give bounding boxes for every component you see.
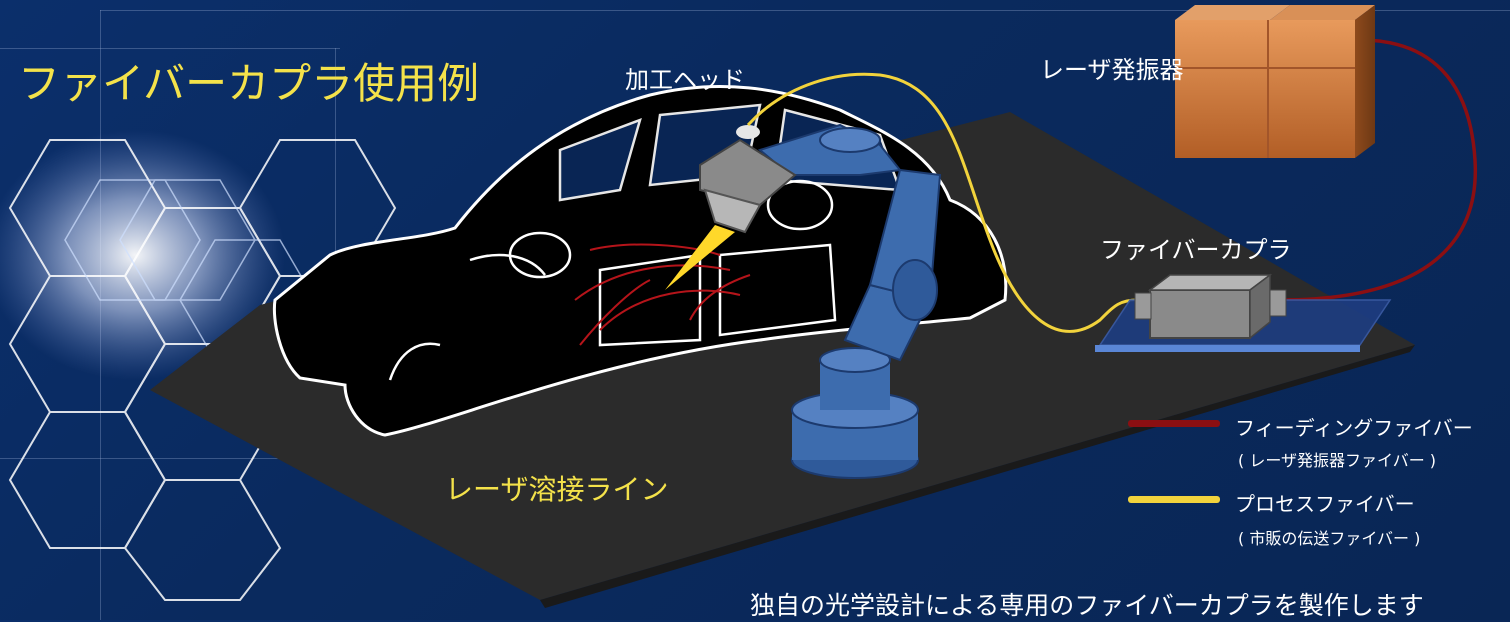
label-welding-line: レーザ溶接ライン — [445, 473, 669, 506]
feeding-fiber — [1279, 38, 1478, 302]
label-fiber-coupler: ファイバーカプラ — [1100, 236, 1292, 264]
page-title: ファイバーカプラ使用例 — [18, 59, 480, 108]
platform — [150, 112, 1415, 600]
hexagon-pattern — [8, 139, 512, 601]
glow-light — [0, 130, 285, 380]
robot-arm — [757, 123, 942, 479]
legend-swatch-process — [1128, 496, 1220, 503]
label-laser-oscillator: レーザ発振器 — [1040, 56, 1184, 84]
frame-line-bottom — [0, 458, 340, 459]
laser-oscillator — [1175, 5, 1375, 158]
process-fiber — [746, 72, 1139, 333]
legend-label-feeding: フィーディングファイバー — [1235, 416, 1473, 440]
laser-beam — [665, 225, 735, 290]
platform-edge — [540, 345, 1415, 608]
legend-label-process: プロセスファイバー — [1235, 492, 1415, 516]
label-processing-head: 加工ヘッド — [625, 66, 745, 94]
legend-sub-process: ( 市販の伝送ファイバー ) — [1238, 529, 1421, 548]
processing-head — [699, 125, 797, 234]
frame-line-mid — [0, 48, 340, 49]
legend-swatch-feeding — [1128, 420, 1220, 427]
caption: 独自の光学設計による専用のファイバーカプラを製作します — [750, 591, 1424, 620]
fiber-coupler — [1095, 273, 1392, 352]
legend-sub-feeding: ( レーザ発振器ファイバー ) — [1238, 451, 1437, 470]
weld-lines — [574, 243, 751, 346]
frame-line-top — [100, 10, 1510, 11]
